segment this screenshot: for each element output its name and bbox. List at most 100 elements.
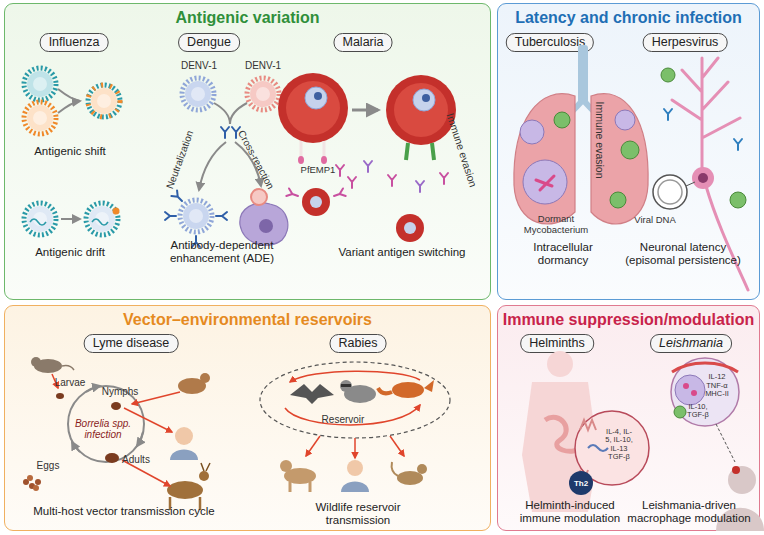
section-panel: Antigenic variationInfluenza Dengue Malari… bbox=[4, 3, 491, 300]
cycle-arrow bbox=[86, 386, 100, 392]
antibody bbox=[221, 127, 229, 138]
spillover-arrow bbox=[306, 436, 320, 456]
lung bbox=[591, 94, 648, 224]
transmission-arrow bbox=[290, 371, 420, 382]
section-panel: Latency and chronic infectionTuberculosi… bbox=[497, 3, 760, 300]
parasite bbox=[305, 87, 327, 109]
amastigote bbox=[691, 390, 697, 396]
merge-arrow bbox=[58, 101, 80, 113]
pill-text: Tuberculosis bbox=[515, 35, 585, 49]
transfer-arrow bbox=[124, 408, 172, 432]
red-blood-cell bbox=[396, 214, 424, 242]
pill-text: Leishmania bbox=[659, 336, 723, 350]
lung bbox=[514, 94, 575, 224]
panel-heading: Immune suppression/modulation bbox=[498, 311, 759, 329]
category-pill: Helminths bbox=[520, 334, 594, 353]
neuron-body bbox=[692, 167, 714, 189]
antibody bbox=[286, 188, 299, 199]
villi bbox=[580, 420, 596, 480]
cat-tail bbox=[392, 462, 398, 476]
human-body bbox=[170, 450, 198, 461]
t-cell bbox=[621, 141, 639, 159]
life-cycle-ring bbox=[68, 386, 144, 462]
category-pill: Rabies bbox=[330, 334, 387, 353]
category-pill: Lyme disease bbox=[84, 334, 179, 353]
cycle-arrow bbox=[72, 442, 80, 452]
leader-line bbox=[716, 424, 735, 462]
cell-nucleus bbox=[259, 219, 273, 233]
human-body bbox=[522, 382, 598, 512]
category-pill: Influenza bbox=[40, 33, 109, 52]
mutation-dot bbox=[113, 208, 120, 215]
t-cell bbox=[554, 112, 570, 128]
merge-line bbox=[230, 103, 247, 124]
t-cell bbox=[674, 406, 686, 418]
fox-tail bbox=[378, 388, 392, 393]
tick bbox=[111, 402, 121, 410]
egg bbox=[35, 479, 41, 485]
virus bbox=[86, 203, 118, 235]
spillover-arrow bbox=[390, 436, 404, 456]
antlers bbox=[201, 463, 210, 471]
antibody bbox=[348, 177, 356, 188]
category-pill: Dengue bbox=[178, 33, 240, 52]
section-panel: Vector–environmental reservoirsLyme dise… bbox=[4, 305, 491, 531]
parasite bbox=[404, 222, 416, 234]
rna-strand bbox=[92, 219, 108, 225]
antibody bbox=[165, 212, 176, 220]
episome bbox=[653, 175, 687, 209]
raccoon bbox=[344, 385, 376, 403]
pfemp1-knob bbox=[321, 156, 327, 164]
transfer-arrow bbox=[122, 460, 170, 486]
category-pill: Tuberculosis bbox=[506, 33, 594, 52]
pill-text: Rabies bbox=[339, 336, 378, 350]
pfemp1-knob bbox=[298, 156, 304, 164]
reservoir-boundary bbox=[260, 362, 450, 438]
episome bbox=[658, 180, 682, 204]
fox-head bbox=[424, 380, 434, 392]
red-blood-cell bbox=[386, 75, 456, 145]
antibody bbox=[734, 139, 742, 150]
amastigote bbox=[683, 383, 689, 389]
raccoon-head bbox=[340, 380, 352, 392]
antibody bbox=[336, 165, 344, 176]
virus bbox=[24, 68, 56, 100]
drift-arrow bbox=[61, 218, 80, 220]
red-blood-cell-center bbox=[394, 83, 448, 137]
antibody bbox=[333, 188, 346, 199]
antibody bbox=[440, 173, 448, 184]
parasite-nucleus bbox=[314, 92, 322, 100]
pill-text: Influenza bbox=[49, 35, 100, 49]
egg bbox=[29, 483, 35, 489]
rna-strand bbox=[30, 219, 46, 225]
deer-legs bbox=[170, 497, 200, 510]
tick bbox=[56, 393, 64, 399]
human-body bbox=[341, 482, 369, 493]
category-pill: Malaria bbox=[334, 33, 393, 52]
neuron bbox=[672, 58, 748, 290]
human-head bbox=[175, 427, 193, 445]
skin-lesion bbox=[732, 466, 740, 474]
panel-heading: Latency and chronic infection bbox=[498, 9, 759, 27]
transfer-arrow bbox=[52, 374, 58, 388]
egg bbox=[33, 485, 39, 491]
virus bbox=[247, 78, 279, 110]
cycle-arrow bbox=[137, 432, 143, 446]
virus bbox=[24, 203, 56, 235]
helminth bbox=[588, 445, 608, 451]
human-head bbox=[347, 460, 363, 476]
antibody bbox=[364, 161, 372, 172]
panel-heading: Antigenic variation bbox=[5, 9, 490, 27]
chipmunk bbox=[178, 378, 206, 394]
deer bbox=[167, 481, 203, 499]
red-blood-cell-center bbox=[286, 81, 340, 135]
virus-spikes bbox=[88, 85, 120, 117]
skin-layer bbox=[672, 363, 738, 372]
tick bbox=[105, 453, 119, 463]
mycobacterium bbox=[536, 176, 554, 190]
dog-legs bbox=[290, 482, 310, 492]
t-cell bbox=[610, 192, 626, 208]
parasite bbox=[413, 89, 435, 111]
magnifier bbox=[671, 358, 739, 426]
mouse-tail bbox=[62, 366, 74, 371]
